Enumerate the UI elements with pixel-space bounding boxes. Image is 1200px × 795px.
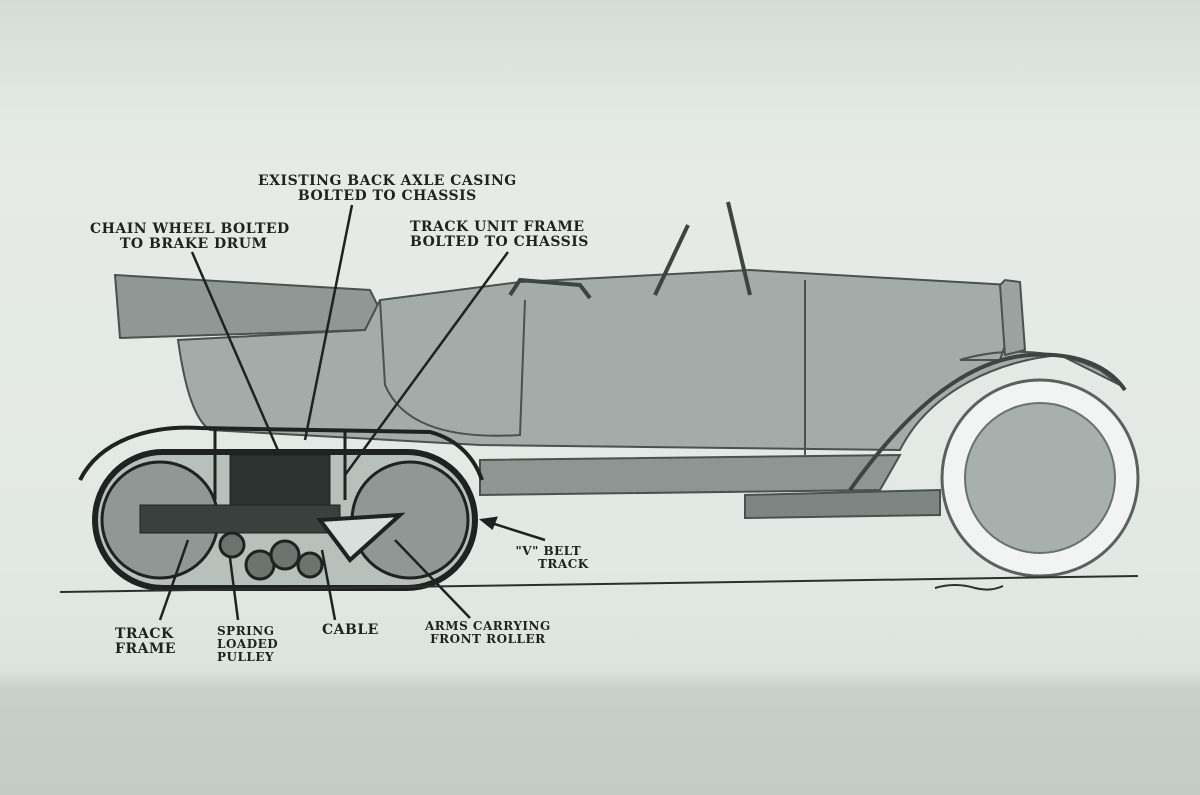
label-line: Existing back axle casing <box>258 173 517 189</box>
label-line: Spring <box>217 624 275 638</box>
label-track-frame: Track frame <box>115 627 176 657</box>
artist-signature <box>934 584 1004 591</box>
label-line: Track <box>115 626 174 642</box>
half-track-unit <box>78 425 484 591</box>
ground-line <box>59 575 1139 593</box>
label-line: bolted to chassis <box>410 234 589 250</box>
label-arms-front-roller: Arms carrying front roller <box>425 620 551 646</box>
label-cable: Cable <box>322 623 379 638</box>
label-line: "V" belt <box>515 544 582 558</box>
label-line: track <box>538 557 589 571</box>
label-track-unit-frame: Track unit frame bolted to chassis <box>410 220 589 250</box>
label-line: Track unit frame <box>410 219 585 235</box>
label-line: frame <box>115 641 177 657</box>
label-line: Cable <box>322 622 379 638</box>
leader-lines <box>158 204 546 621</box>
label-v-belt-track: "V" belt track <box>508 545 589 571</box>
label-line: bolted to chassis <box>297 188 477 204</box>
label-line: front roller <box>430 632 546 646</box>
windscreen <box>508 201 752 300</box>
label-line: Arms carrying <box>425 619 551 633</box>
label-line: pulley <box>217 650 275 664</box>
label-spring-loaded-pulley: Spring loaded pulley <box>217 625 278 664</box>
label-line: Chain wheel bolted <box>90 221 290 237</box>
label-chain-wheel: Chain wheel bolted to brake drum <box>90 222 290 252</box>
label-line: loaded <box>217 637 279 651</box>
label-line: to brake drum <box>120 236 268 252</box>
front-mudguard <box>848 352 1127 492</box>
label-back-axle: Existing back axle casing bolted to chas… <box>258 174 517 204</box>
front-wheel <box>940 378 1140 578</box>
car-body <box>113 268 1121 520</box>
